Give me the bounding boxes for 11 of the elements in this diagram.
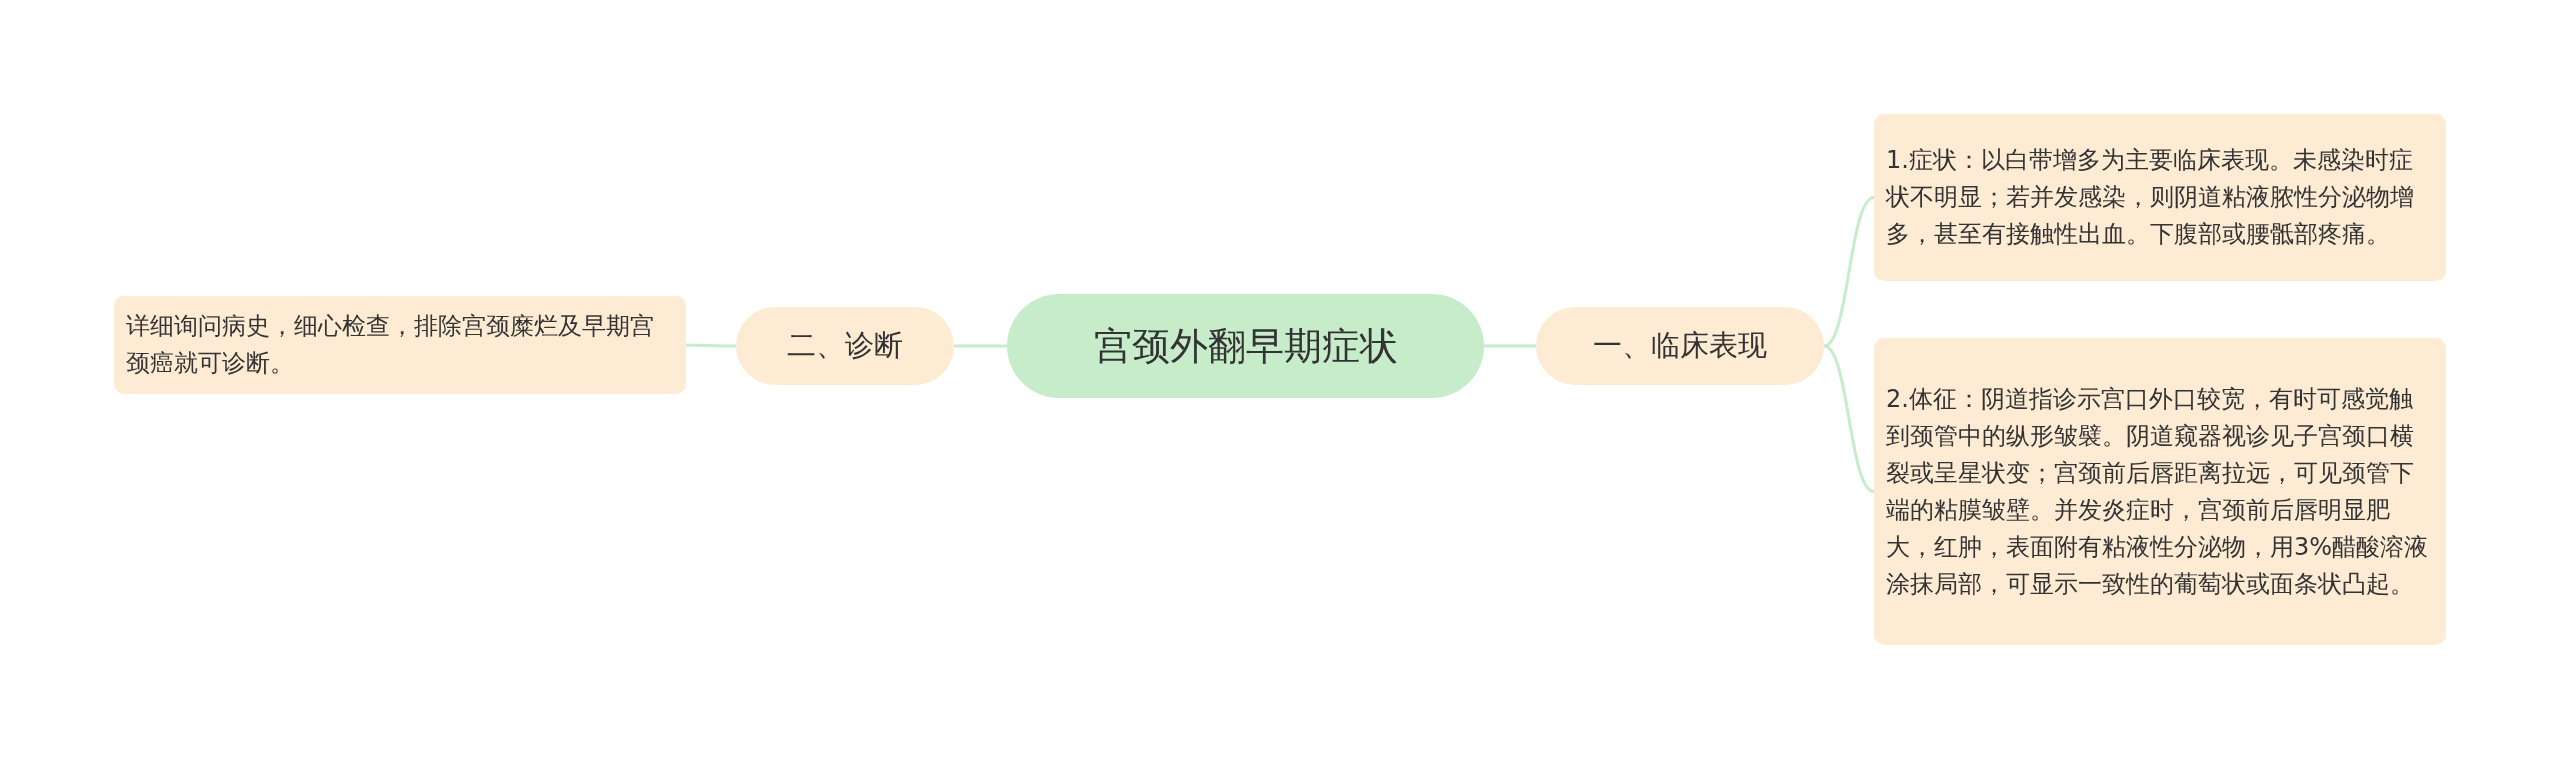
detail-note: 2.体征：阴道指诊示宫口外口较宽，有时可感觉触到颈管中的纵形皱襞。阴道窥器视诊见子宫颈口横裂或呈星状变；宫颈前后唇距离拉远，可见颈管下端的粘膜皱壁。并发炎症时，宫颈前后唇明显肥大，红肿，表面附有粘液性分泌物，用3%醋酸溶液涂抹局部，可显示一致性的葡萄状或面条状凸起。 [1874, 338, 2446, 645]
connector-line [1484, 344, 1536, 348]
connector-line [1823, 344, 1875, 493]
detail-note: 1.症状：以白带增多为主要临床表现。未感染时症状不明显；若并发感染，则阴道粘液脓性分泌物增多，甚至有接触性出血。下腹部或腰骶部疼痛。 [1874, 114, 2446, 281]
central-topic: 宫颈外翻早期症状 [1007, 294, 1484, 398]
connector-line [954, 344, 1007, 348]
branch-topic: 二、诊断 [736, 307, 954, 385]
connector-line [686, 343, 736, 348]
connector-line [1823, 196, 1875, 348]
detail-note: 详细询问病史，细心检查，排除宫颈糜烂及早期宫颈癌就可诊断。 [114, 296, 686, 394]
branch-topic: 一、临床表现 [1536, 307, 1824, 385]
